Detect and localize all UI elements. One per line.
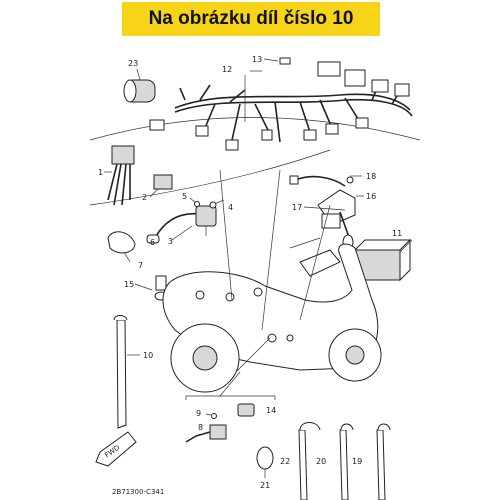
callout-11: 11 — [392, 229, 402, 238]
callout-12: 12 — [222, 65, 232, 74]
callout-5: 5 — [182, 192, 187, 201]
leader-line-c — [299, 204, 331, 321]
part-19-long-tie — [376, 423, 391, 500]
part-21-band — [256, 446, 274, 478]
part-14-clamp — [237, 403, 255, 417]
separator-arc-bottom — [89, 149, 331, 206]
separator-arc-top — [89, 117, 421, 141]
callout-2: 2 — [142, 193, 147, 202]
part-23-cover — [123, 79, 156, 103]
callout-7: 7 — [138, 261, 143, 270]
part-4-bolt — [209, 199, 225, 209]
fwd-arrow — [95, 431, 137, 467]
part-12-wire-harness — [149, 57, 413, 151]
title-banner: Na obrázku díl číslo 10 — [122, 2, 380, 36]
leader-3 — [171, 225, 193, 241]
leader-line-a — [219, 169, 233, 301]
callout-22: 22 — [280, 457, 290, 466]
part-5-bolt — [189, 197, 200, 207]
leader-23 — [136, 68, 141, 81]
part-7-cap — [107, 231, 136, 263]
callout-23: 23 — [128, 59, 138, 68]
callout-20: 20 — [316, 457, 326, 466]
callout-21: 21 — [260, 481, 270, 490]
part-20-long-tie — [339, 423, 354, 500]
leader-15 — [134, 283, 153, 291]
callout-18: 18 — [366, 172, 376, 181]
diagram-code: 2B71300-C341 — [112, 488, 164, 496]
part-9-screw — [205, 413, 217, 419]
callout-4: 4 — [228, 203, 233, 212]
scooter-outline — [162, 237, 382, 393]
callout-9: 9 — [196, 409, 201, 418]
callout-19: 19 — [352, 457, 362, 466]
part-3-ignition-coil — [154, 205, 217, 239]
leader-13 — [263, 58, 279, 62]
part-2-relay — [149, 174, 173, 198]
callout-13: 13 — [252, 55, 262, 64]
callout-10: 10 — [143, 351, 153, 360]
callout-16: 16 — [366, 192, 376, 201]
leader-17 — [303, 206, 346, 211]
part-1-cdi-unit — [104, 145, 135, 206]
subassembly-box — [185, 371, 276, 400]
leader-line-b — [261, 169, 281, 331]
callout-1: 1 — [98, 168, 103, 177]
callout-15: 15 — [124, 280, 134, 289]
leader-line-d — [235, 337, 271, 373]
callout-8: 8 — [198, 423, 203, 432]
callout-3: 3 — [168, 237, 173, 246]
callout-14: 14 — [266, 406, 276, 415]
page-title: Na obrázku díl číslo 10 — [148, 8, 354, 29]
callout-17: 17 — [292, 203, 302, 212]
part-8-relay — [185, 424, 227, 443]
part-10-cable-tie — [113, 315, 140, 429]
part-22-long-tie — [298, 422, 321, 500]
callout-6: 6 — [150, 238, 155, 247]
part-18-screw — [346, 175, 362, 184]
part-6-plug-cap — [146, 234, 160, 244]
